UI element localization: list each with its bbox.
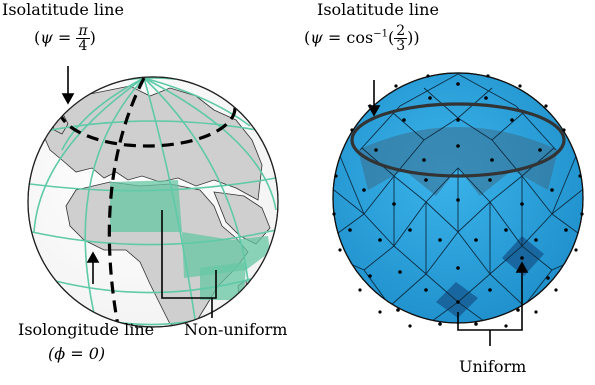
- longitude-grid: [33, 77, 277, 327]
- eq-equals: =: [52, 28, 77, 47]
- eq-paren-close: ): [89, 28, 96, 47]
- uniform-label: Uniform: [459, 357, 527, 376]
- nonuniform-cell-1: [110, 180, 182, 232]
- land-europe: [39, 85, 263, 201]
- isolongitude-title: Isolongitude line: [18, 320, 155, 339]
- nonuniform-label: Non-uniform: [184, 320, 288, 339]
- healpix-mesh: [333, 73, 583, 323]
- pixel-centers: [332, 74, 584, 328]
- right-isolatitude-title: Isolatitude line: [317, 0, 439, 19]
- eq2-psi: ψ: [310, 28, 323, 47]
- uniform-cell-2: [502, 236, 544, 276]
- land-arabia: [213, 191, 271, 245]
- eq2-frac-den: 3: [396, 38, 406, 54]
- left-annotations: [61, 66, 217, 318]
- eq-psi: ψ: [40, 28, 53, 47]
- isolongitude-equation: (ϕ = 0): [48, 344, 106, 363]
- left-isolongitude-line: [107, 77, 146, 327]
- left-isolatitude-title: Isolatitude line: [2, 0, 124, 19]
- eq2-close: )): [407, 28, 420, 47]
- eq2-cos: = cos: [322, 28, 374, 47]
- right-annotations: [367, 80, 529, 346]
- eq-paren-open: (: [34, 28, 41, 47]
- eq-frac-den: 4: [78, 38, 88, 54]
- right-globe: [332, 72, 584, 346]
- left-globe: [27, 66, 279, 328]
- eq2-frac-open: (: [387, 28, 395, 47]
- nonuniform-cell-2: [182, 232, 270, 278]
- eq2-inverse: −1: [373, 28, 388, 40]
- nonuniform-cell-3: [200, 262, 246, 300]
- eq2-paren-open: (: [304, 28, 311, 47]
- polar-cap: [358, 127, 558, 196]
- uniform-cell-1: [436, 282, 478, 318]
- eq2-frac-num: 2: [394, 23, 408, 39]
- right-isolatitude-line: [350, 102, 566, 178]
- eq-frac-num: π: [76, 23, 90, 39]
